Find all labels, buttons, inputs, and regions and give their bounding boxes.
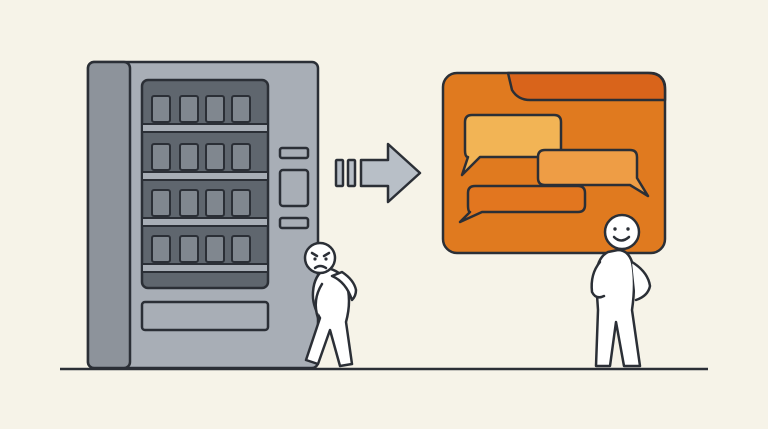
arrow-tail-bar bbox=[346, 158, 357, 188]
person-head bbox=[303, 241, 337, 275]
happy-person-icon bbox=[590, 213, 652, 368]
product-item bbox=[151, 95, 171, 123]
shelf bbox=[141, 263, 269, 273]
product-item bbox=[231, 189, 251, 217]
chat-bubble bbox=[536, 148, 650, 198]
product-item bbox=[205, 235, 225, 263]
vending-machine-products bbox=[151, 95, 251, 263]
person-head bbox=[603, 213, 641, 251]
product-item bbox=[151, 189, 171, 217]
product-item bbox=[205, 143, 225, 171]
product-item bbox=[205, 189, 225, 217]
eye bbox=[613, 227, 617, 231]
product-item bbox=[179, 143, 199, 171]
arrow-tail-bar bbox=[334, 158, 345, 188]
frustrated-person-icon bbox=[303, 241, 358, 368]
product-item bbox=[179, 95, 199, 123]
dispense-tray bbox=[140, 300, 270, 332]
vending-machine-icon bbox=[86, 60, 320, 370]
product-item bbox=[151, 235, 171, 263]
product-item bbox=[231, 143, 251, 171]
person-arm-hip bbox=[630, 260, 652, 302]
product-item bbox=[151, 143, 171, 171]
folder-tab bbox=[506, 71, 667, 102]
vending-button bbox=[278, 216, 310, 230]
arrow-head bbox=[359, 142, 422, 204]
eye bbox=[626, 227, 630, 231]
shelf bbox=[141, 123, 269, 133]
chat-bubbles-icon bbox=[458, 113, 650, 224]
person-arm bbox=[314, 282, 324, 320]
eye bbox=[324, 257, 328, 261]
product-item bbox=[231, 95, 251, 123]
vending-machine-shelves bbox=[141, 123, 269, 273]
chat-bubble bbox=[458, 184, 587, 224]
angry-brows bbox=[310, 251, 331, 258]
vending-button bbox=[278, 146, 310, 160]
person-arm bbox=[330, 270, 358, 302]
product-item bbox=[179, 235, 199, 263]
eye bbox=[313, 257, 317, 261]
person-arm-hip bbox=[590, 260, 606, 299]
frown bbox=[313, 264, 328, 270]
product-item bbox=[231, 235, 251, 263]
vending-machine-side-panel bbox=[86, 60, 132, 370]
product-item bbox=[179, 189, 199, 217]
shelf bbox=[141, 217, 269, 227]
shelf bbox=[141, 171, 269, 181]
coin-slot-panel bbox=[278, 168, 310, 208]
product-item bbox=[205, 95, 225, 123]
chat-bubble bbox=[460, 113, 563, 177]
smile bbox=[612, 235, 631, 242]
arrow-right-icon bbox=[334, 142, 422, 204]
